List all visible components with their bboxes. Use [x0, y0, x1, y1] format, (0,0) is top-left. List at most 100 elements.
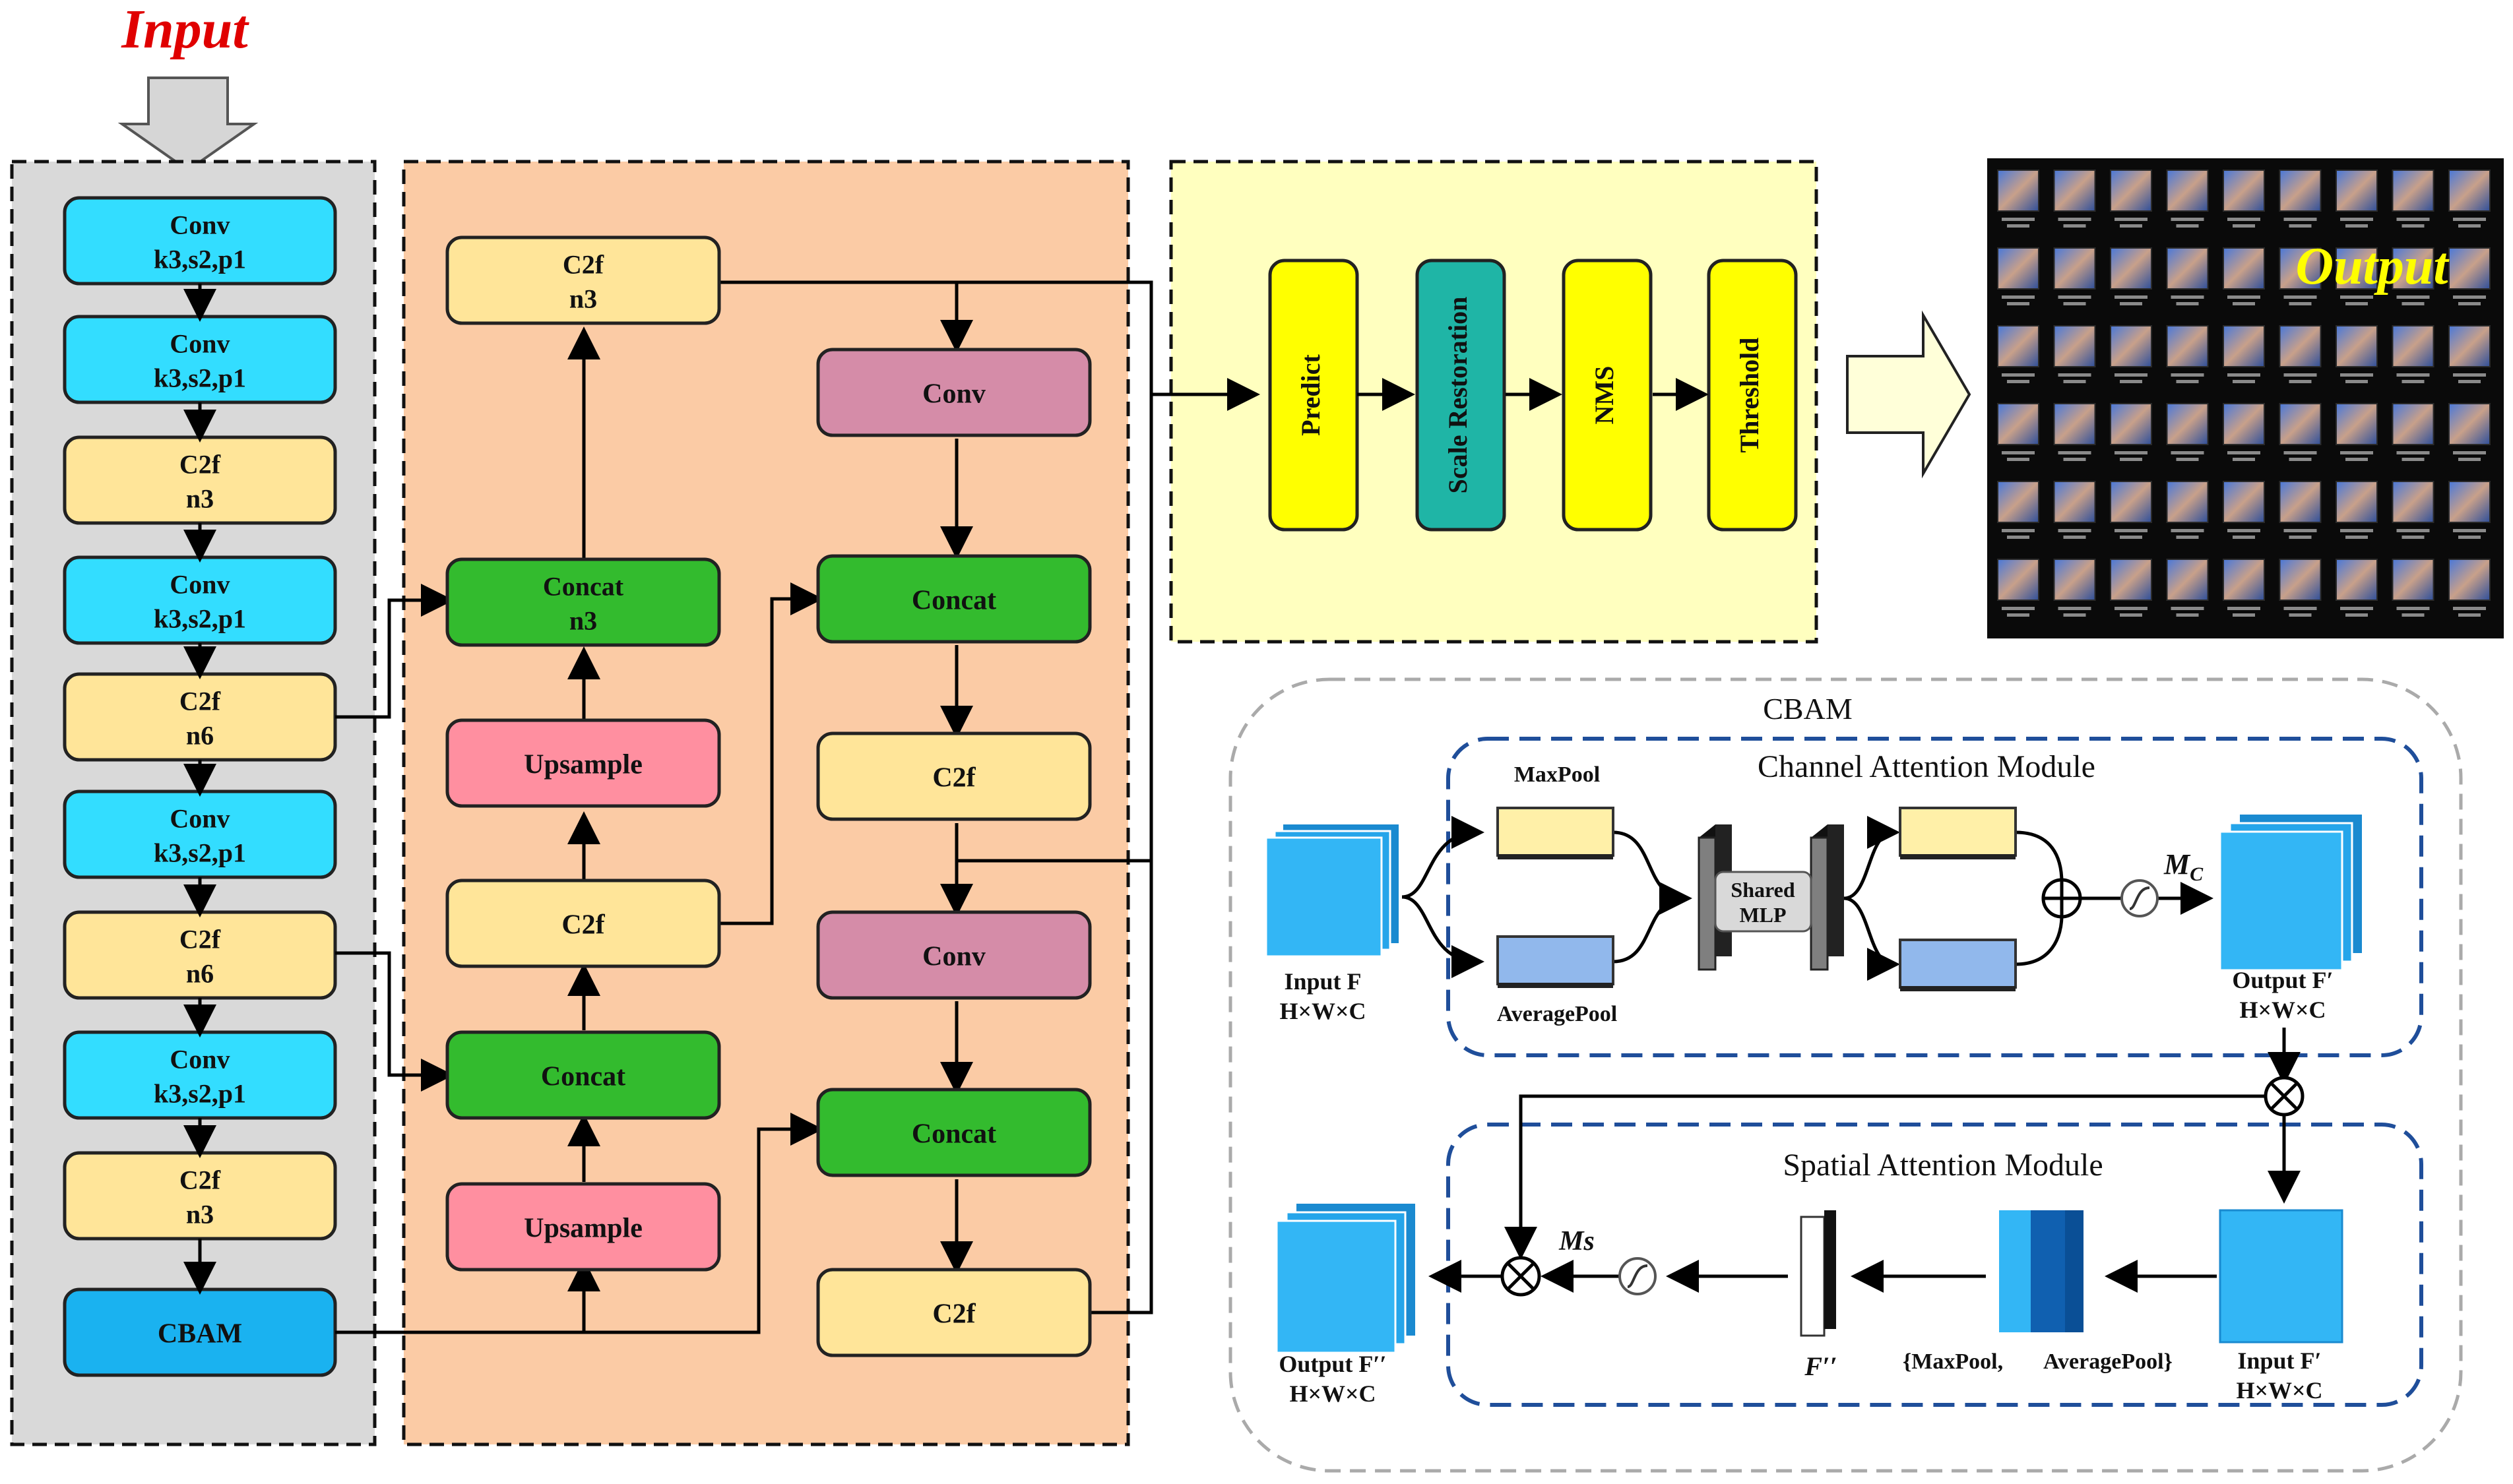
neck-right-node-3-box [816, 731, 1092, 821]
neck-right-node-4-title: Conv [922, 942, 986, 972]
output-thumbnail [1997, 170, 2039, 212]
output-thumbnail-caption [2171, 295, 2204, 299]
output-thumbnail-caption [2453, 218, 2486, 221]
neck-left-node-4-box [445, 879, 721, 968]
backbone-node-9-title: C2f [179, 1165, 221, 1195]
output-thumbnail [2392, 559, 2434, 601]
output-thumbnail-caption [2007, 224, 2029, 228]
neck-left-node-1-param: n3 [569, 284, 597, 314]
output-thumbnail-caption [2345, 536, 2368, 539]
backbone-node-6-title: Conv [170, 804, 230, 834]
neck-left-node-3-title: Upsample [524, 750, 643, 780]
output-thumbnail-caption [2227, 607, 2260, 610]
neck-left-node-5: Concat [445, 1030, 721, 1120]
output-thumbnail-caption [2007, 536, 2029, 539]
sigmoid-icon [2120, 879, 2159, 917]
output-thumbnail-caption [2063, 380, 2086, 383]
neck-connections [335, 280, 1260, 1334]
output-thumbnail [2223, 170, 2265, 212]
output-thumbnail [2336, 403, 2378, 445]
output-thumbnail [2448, 481, 2491, 523]
output-thumbnail-caption [2171, 373, 2204, 377]
neck-left-node-2-param: n3 [569, 606, 597, 636]
output-thumbnail-caption [2233, 613, 2255, 617]
output-thumbnail [2392, 403, 2434, 445]
output-thumbnail-caption [2345, 224, 2368, 228]
input-f-dims: H×W×C [1279, 998, 1366, 1024]
channel-connections [1401, 816, 2213, 981]
output-f1-label: Output F′ [2232, 967, 2333, 993]
output-thumbnail-caption [2063, 224, 2086, 228]
neck-right-node-3-title: C2f [932, 763, 976, 793]
backbone-node-5-title: C2f [179, 687, 221, 716]
neck-right-node-1: Conv [816, 348, 1092, 437]
backbone-node-5-param: n6 [186, 721, 214, 751]
cbam-inter-connections [1428, 1028, 2301, 1293]
head-node-3-label: NMS [1589, 366, 1619, 425]
neck-left-node-4-title: C2f [561, 910, 605, 941]
output-thumbnail [2279, 559, 2322, 601]
output-thumbnail-caption [2233, 224, 2255, 228]
head-node-4-box [1707, 259, 1798, 532]
output-thumbnail-caption [2453, 529, 2486, 532]
backbone-node-4-param: k3,s2,p1 [154, 604, 246, 634]
output-thumbnail-caption [2453, 373, 2486, 377]
backbone-node-10-title: CBAM [158, 1319, 242, 1349]
output-thumbnail-caption [2402, 302, 2425, 305]
output-thumbnail-caption [2171, 529, 2204, 532]
output-thumbnail-caption [2345, 613, 2368, 617]
output-thumbnail-caption [2283, 607, 2317, 610]
neck-right-node-2-title: Concat [912, 586, 996, 616]
backbone-node-2-param: k3,s2,p1 [154, 363, 246, 393]
neck-right-node-2: Concat [816, 554, 1092, 644]
neck-left-node-4: C2f [445, 879, 721, 968]
head-node-3-box [1562, 259, 1653, 532]
output-thumbnail-caption [2453, 607, 2486, 610]
backbone-node-9-param: n3 [186, 1200, 214, 1229]
output-thumbnail-caption [2120, 224, 2142, 228]
head-node-1: Predict [1268, 259, 1359, 532]
output-thumbnail-caption [2115, 529, 2147, 532]
shared-mlp-label-1: Shared [1731, 878, 1795, 902]
backbone-node-1-title: Conv [170, 210, 230, 240]
output-thumbnail-caption [2002, 451, 2035, 454]
output-thumbnail-caption [2120, 458, 2142, 461]
output-thumbnail-caption [2227, 218, 2260, 221]
maxpool-label: MaxPool [1514, 762, 1600, 787]
output-thumbnail [2166, 247, 2209, 290]
pool-pair-label-2: AveragePool} [2043, 1349, 2173, 1374]
output-thumbnail-caption [2345, 458, 2368, 461]
backbone-node-2-title: Conv [170, 329, 230, 359]
output-thumbnail [2053, 403, 2096, 445]
channel-attention-panel [1446, 737, 2423, 1057]
output-thumbnail-caption [2007, 458, 2029, 461]
f2-map [1800, 1210, 1836, 1337]
head-node-3: NMS [1562, 259, 1653, 532]
output-thumbnail-caption [2345, 380, 2368, 383]
output-thumbnail-caption [2233, 536, 2255, 539]
output-thumbnail-caption [2176, 224, 2199, 228]
output-thumbnail-caption [2115, 451, 2147, 454]
backbone-node-10: CBAM [63, 1287, 337, 1377]
averagepool-label: AveragePool [1497, 1002, 1618, 1026]
channel-attention-title: Channel Attention Module [1758, 749, 2095, 784]
output-thumbnail-caption [2289, 224, 2312, 228]
head-node-2-box [1415, 259, 1506, 532]
output-thumbnail [2279, 325, 2322, 367]
output-thumbnail [2053, 325, 2096, 367]
output-thumbnail-caption [2289, 380, 2312, 383]
output-thumbnail-caption [2289, 458, 2312, 461]
input-f-label: Input F [1284, 968, 1361, 995]
neck-left-node-3: Upsample [445, 718, 721, 808]
output-thumbnail-caption [2063, 458, 2086, 461]
multiply-icon-1 [2264, 1076, 2305, 1117]
output-thumbnail-caption [2396, 607, 2430, 610]
backbone-node-8-title: Conv [170, 1045, 230, 1074]
